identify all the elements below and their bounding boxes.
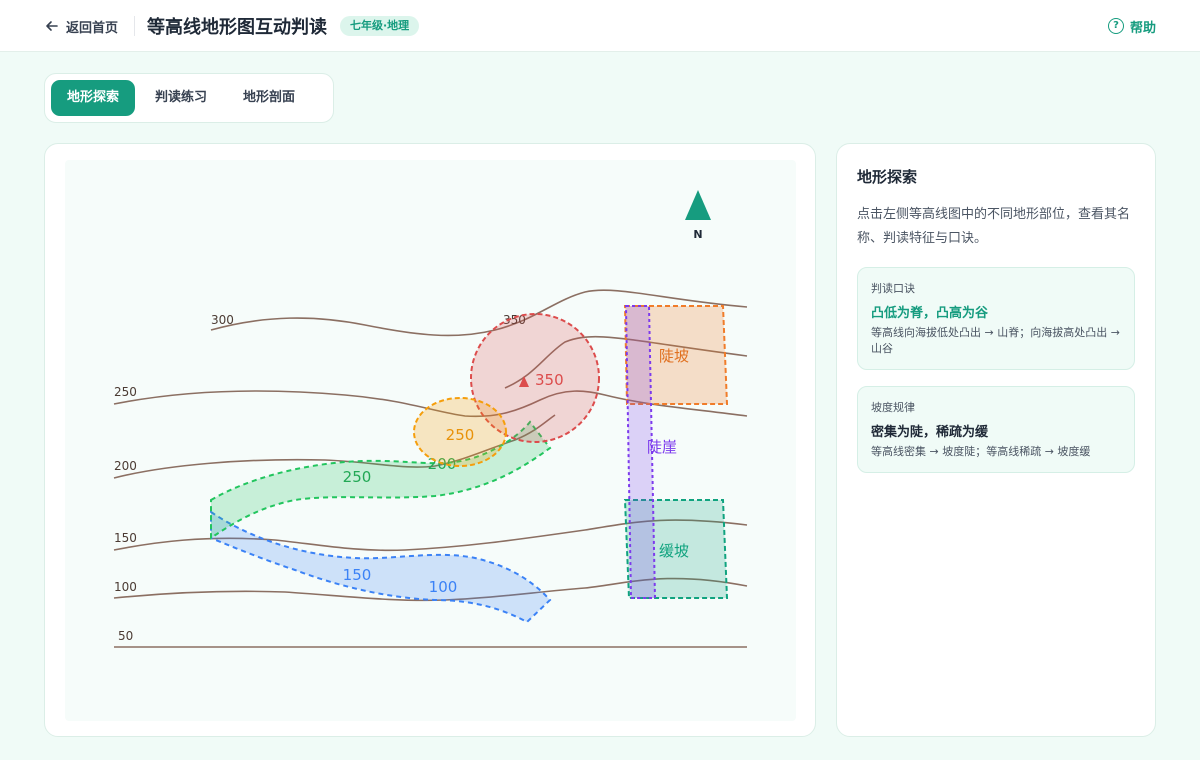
tip-heading: 凸低为脊，凸高为谷 xyxy=(871,306,989,321)
tip-text: 等高线密集 → 坡度陡；等高线稀疏 → 坡度缓 xyxy=(871,445,1091,458)
contour-line-300 xyxy=(210,289,748,337)
valley-contour-label: 100 xyxy=(429,578,458,596)
contour-line-250 xyxy=(113,390,748,418)
saddle-label: 250 xyxy=(446,426,475,444)
back-home-link[interactable]: 返回首页 xyxy=(44,16,118,36)
tip-label: 判读口诀 xyxy=(871,282,915,295)
info-title: 地形探索 xyxy=(857,168,918,186)
page-title: 等高线地形图互动判读 xyxy=(147,17,327,38)
contour-line-350 xyxy=(504,335,748,389)
peak-label: 350 xyxy=(535,371,564,389)
peak-region[interactable]: 350 xyxy=(470,313,600,443)
contour-label-250: 250 xyxy=(114,385,137,399)
cliff-label: 陡崖 xyxy=(647,438,677,456)
peak-triangle-icon xyxy=(519,376,529,387)
tip-text: 等高线向海拔低处凸出 → 山脊；向海拔高处凸出 → 山谷 xyxy=(871,326,1120,355)
tip-heading: 密集为陡，稀疏为缓 xyxy=(871,425,989,440)
contour-map-card: 300 350 250 200 150 100 50 150 100 250 2… xyxy=(44,143,816,737)
tab-terrain-explore[interactable]: 地形探索 xyxy=(51,80,136,116)
gentle-slope-label: 缓坡 xyxy=(659,542,689,560)
arrow-left-icon xyxy=(46,21,58,31)
help-label: 帮助 xyxy=(1129,20,1156,36)
contour-label-200: 200 xyxy=(114,459,137,473)
gentle-slope-region[interactable]: 缓坡 xyxy=(623,499,729,599)
tab-reading-practice[interactable]: 判读练习 xyxy=(155,90,208,105)
info-description: 点击左侧等高线图中的不同地形部位，查看其名称、判读特征与口诀。 xyxy=(857,207,1131,246)
north-arrow: N xyxy=(685,190,711,241)
tip-card-reading: 判读口诀 凸低为脊，凸高为谷 等高线向海拔低处凸出 → 山脊；向海拔高处凸出 →… xyxy=(857,267,1135,370)
contour-line-200 xyxy=(113,414,556,479)
contour-label-350: 350 xyxy=(503,313,526,327)
contour-label-100: 100 xyxy=(114,580,137,594)
north-label: N xyxy=(693,228,702,241)
contour-map-svg: 300 350 250 200 150 100 50 150 100 250 2… xyxy=(113,190,748,648)
header-divider xyxy=(134,16,135,36)
grade-badge: 七年级·地理 xyxy=(340,16,420,36)
contour-label-50: 50 xyxy=(118,629,133,643)
question-circle-icon: ? xyxy=(1107,18,1124,34)
saddle-region[interactable]: 250 xyxy=(413,397,507,467)
tip-card-slope: 坡度规律 密集为陡，稀疏为缓 等高线密集 → 坡度陡；等高线稀疏 → 坡度缓 xyxy=(857,386,1135,473)
north-arrow-icon xyxy=(685,190,711,220)
tab-terrain-profile[interactable]: 地形剖面 xyxy=(243,90,296,105)
contour-map: 300 350 250 200 150 100 50 150 100 250 2… xyxy=(65,160,796,721)
valley-region[interactable]: 150 100 xyxy=(210,510,552,624)
back-home-label: 返回首页 xyxy=(66,20,119,36)
contour-label-300: 300 xyxy=(211,313,234,327)
top-bar: 返回首页 等高线地形图互动判读 七年级·地理 ? 帮助 xyxy=(0,0,1200,52)
ridge-label: 250 xyxy=(343,468,372,486)
contour-line-150 xyxy=(113,519,748,552)
tip-label: 坡度规律 xyxy=(871,401,915,414)
mode-tabs: 地形探索 判读练习 地形剖面 xyxy=(44,73,334,123)
info-panel: 地形探索 点击左侧等高线图中的不同地形部位，查看其名称、判读特征与口诀。 判读口… xyxy=(836,143,1156,737)
valley-label: 150 xyxy=(343,566,372,584)
cliff-region[interactable]: 陡崖 xyxy=(624,305,677,599)
help-button[interactable]: ? 帮助 xyxy=(1107,16,1156,36)
steep-slope-label: 陡坡 xyxy=(659,347,689,365)
contour-label-150: 150 xyxy=(114,531,137,545)
